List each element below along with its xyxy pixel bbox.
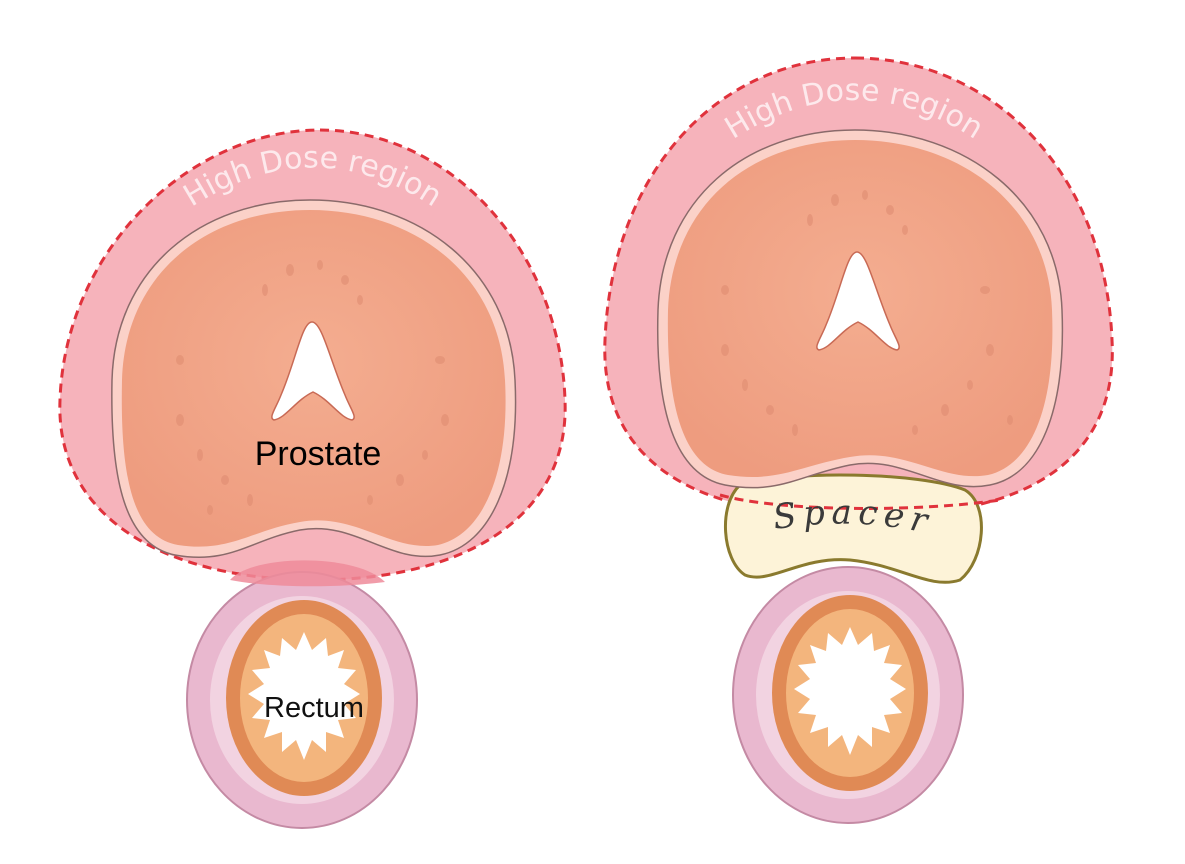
- left-rectum-overlap: [230, 560, 385, 587]
- spacer-gel: [723, 473, 983, 584]
- rectum-label: Rectum: [264, 692, 364, 724]
- left-prostate-texture: [176, 260, 449, 515]
- right-prostate: [656, 129, 1064, 489]
- right-rectum-lumen: [794, 627, 906, 755]
- right-prostate-texture: [721, 190, 1013, 436]
- left-panel: High Dose region Prostate Rectum: [58, 128, 567, 829]
- right-rectum: [732, 566, 964, 824]
- right-urethra: [816, 251, 900, 351]
- right-panel: High Dose region Spacer: [603, 56, 1114, 824]
- left-urethra: [271, 321, 355, 421]
- prostate-label: Prostate: [255, 435, 382, 473]
- left-rectum-lumen: [248, 632, 360, 760]
- left-prostate: [111, 199, 517, 559]
- left-rectum: [186, 571, 418, 829]
- right-dose-boundary-over-spacer: [719, 493, 1001, 510]
